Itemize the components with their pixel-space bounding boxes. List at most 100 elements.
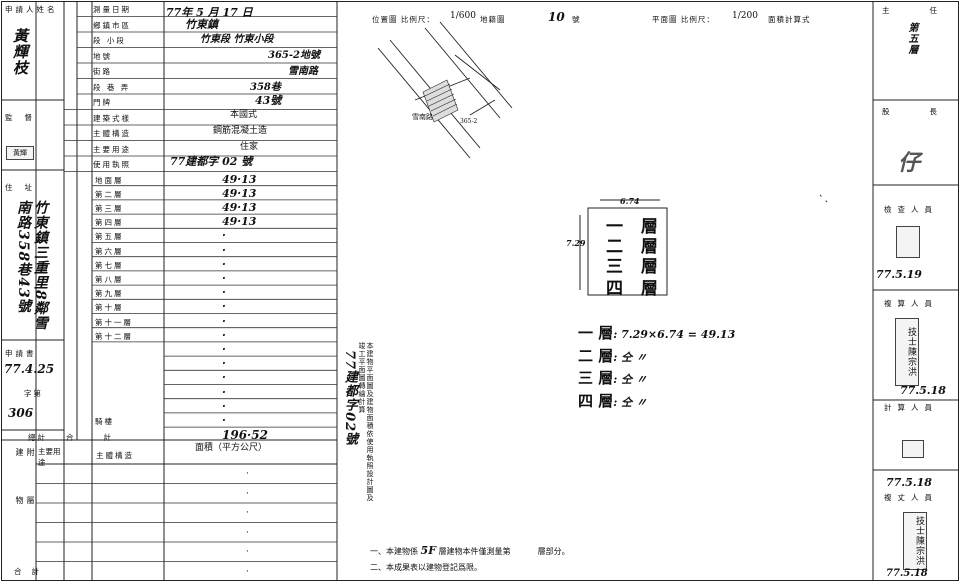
calc-row-1: 一 層: 7.29×6.74 = 49.13 xyxy=(578,322,735,343)
usage-label: 主要用途 xyxy=(93,144,131,154)
floor-name-1: 一 層 xyxy=(606,217,664,237)
floor-row-label: 第十層 xyxy=(95,303,124,313)
survey-date-label: 測量日期 xyxy=(93,5,131,14)
floor-row-area: 49·13 xyxy=(222,200,257,214)
usage-value: 住家 xyxy=(240,142,259,152)
floor-row-area: · xyxy=(222,371,226,385)
permit-value: 77建都字 02 號 xyxy=(170,155,253,168)
calc-floor: 二 層 xyxy=(578,347,614,365)
annex-label: 附屬建物 xyxy=(15,448,35,544)
annex-col-structure: 主體構造 xyxy=(96,451,134,460)
floor-name-3: 三 層 xyxy=(606,257,664,277)
floor-row-area: · xyxy=(222,243,226,257)
floor-row-label: 第八層 xyxy=(95,274,124,284)
area-unit-label: 面積（平方公尺） xyxy=(195,443,268,453)
annex-row-area: · xyxy=(246,469,249,479)
floor-row-area: · xyxy=(222,328,226,342)
last-date: 77.5.18 xyxy=(886,568,928,579)
map-no-suffix: 號 xyxy=(572,15,582,24)
calc-expr: : 仝 〃 xyxy=(613,373,647,386)
floor-row-area: · xyxy=(222,229,226,243)
inspector-seal xyxy=(896,226,920,258)
section-label: 段 小段 xyxy=(93,36,126,45)
copy-label: 複丈人員 xyxy=(884,493,938,502)
total-left-label: 總計 xyxy=(28,433,47,442)
structure-value: 鋼筋混凝土造 xyxy=(213,126,268,136)
annex-row-area: · xyxy=(246,488,249,499)
floor-row-area: · xyxy=(222,300,226,314)
location-scale: 1/600 xyxy=(450,11,476,21)
recheck-seal: 技士陳宗洪 xyxy=(895,318,919,386)
copy-seal: 技士陳宗洪 xyxy=(903,512,927,570)
section-chief-label: 股長 xyxy=(882,107,937,116)
applicant-seal: 黃輝 xyxy=(6,146,34,160)
lot-label: 地號 xyxy=(93,51,112,61)
applicant-label: 申請人姓名 xyxy=(5,5,58,14)
annex-row-area: · xyxy=(246,547,249,557)
floor-row-area: · xyxy=(222,314,226,328)
inspector-date: 77.5.19 xyxy=(876,268,922,281)
door-label: 門牌 xyxy=(93,98,112,107)
annex-row-area: · xyxy=(246,527,249,538)
section-chief-signature: 仔 xyxy=(898,150,921,176)
plan-note-vertical: 本建物平面圖及建物面積依使用執照設計圖及竣工平面圖轉繪計算 xyxy=(358,342,374,502)
footnote-1-c: 層建物本件僅測量第 xyxy=(438,547,511,556)
structure-label: 主體構造 xyxy=(93,129,131,138)
supervisor-label: 監督 xyxy=(5,113,44,122)
floor-name-2: 二 層 xyxy=(606,237,664,257)
floor-row-area: · xyxy=(222,257,226,271)
calc-floor: 三 層 xyxy=(578,369,614,387)
floor-name-4: 四 層 xyxy=(606,279,664,299)
floor-row-label: 騎樓 xyxy=(95,416,114,426)
calc-floor: 一 層 xyxy=(578,324,614,342)
floor-row-label: 第三層 xyxy=(95,203,124,213)
recheck-date: 77.5.18 xyxy=(900,384,946,397)
application-date: 77.4.25 xyxy=(4,362,55,376)
address-value: 竹東鎮三重里8鄰雪南路358巷43號 xyxy=(15,200,48,331)
township-value: 竹東鎮 xyxy=(185,18,218,31)
floor-row-label: 第六層 xyxy=(95,246,124,256)
floor-row-area: 49·13 xyxy=(222,186,257,200)
floor-row-label: 第十二層 xyxy=(95,331,133,341)
application-no-label: 字第 xyxy=(24,389,43,398)
map-lot-label: 365-2 xyxy=(460,118,478,125)
annex-row-area: · xyxy=(246,508,249,518)
survey-date-value: 77年 5 月 17 日 xyxy=(166,6,253,19)
floor-row-area: · xyxy=(222,357,226,371)
floor-plan-outline xyxy=(579,199,668,296)
permit-vertical: 77建都字02號 xyxy=(342,350,357,447)
calc-expr: : 仝 〃 xyxy=(613,351,647,364)
calc-row-2: 二 層: 仝 〃 xyxy=(578,345,647,366)
footnote-1-a: 一、本建物係 xyxy=(370,547,418,556)
map-no: 10 xyxy=(548,10,565,24)
width-dimension: 6.74 xyxy=(620,196,640,206)
application-no: 306 xyxy=(8,406,34,420)
lot-value: 365-2地號 xyxy=(268,50,320,61)
street-value: 雪南路 xyxy=(288,66,318,77)
floor-row-area: 49·13 xyxy=(222,172,257,186)
building-style-label: 建築式樣 xyxy=(93,113,131,123)
map-road-label: 雪南路 xyxy=(412,113,433,121)
floorplan-label: 平面圖 比例尺： xyxy=(652,15,715,24)
floor-row-label: 第九層 xyxy=(95,289,124,299)
footnote-2: 二、本成果表以建物登記爲限。 xyxy=(370,563,482,572)
location-label: 位置圖 比例尺： xyxy=(372,15,435,24)
copy-date: 77.5.18 xyxy=(886,476,932,489)
lane-value: 358巷 xyxy=(250,82,281,93)
calc-floor: 四 層 xyxy=(578,392,614,410)
floor-row-area: · xyxy=(222,286,226,300)
floor-row-area: · xyxy=(222,399,226,413)
form-total-value: 196·52 xyxy=(222,428,268,442)
footnote-1-floors: 5F xyxy=(420,544,437,557)
calc-person-seal xyxy=(902,440,924,458)
permit-label: 使用執照 xyxy=(93,160,131,169)
floor-row-area: · xyxy=(222,385,226,399)
annex-col-usage: 主要用途 xyxy=(38,447,61,467)
area-calc-label: 面積計算式 xyxy=(768,15,811,24)
floor-row-area: · xyxy=(222,342,226,356)
section-value: 竹東段 竹東小段 xyxy=(200,34,274,45)
floor-row-label: 第五層 xyxy=(95,232,124,242)
floor-row-label: 地面層 xyxy=(95,175,124,185)
footnote-1-d: 層部分。 xyxy=(537,547,570,556)
